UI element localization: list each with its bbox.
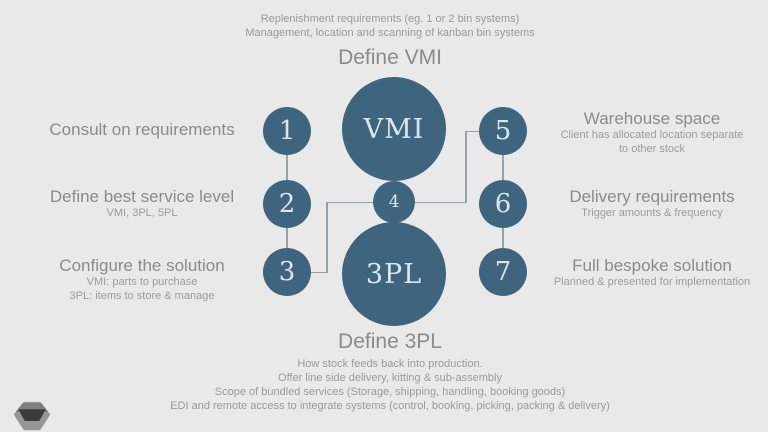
- step-7-subtitle: Planned & presented for implementation: [553, 276, 751, 288]
- step-5-text: Warehouse space Client has allocated loc…: [512, 108, 768, 156]
- define-vmi-title: Define VMI: [338, 46, 442, 69]
- step-circle-4-label: 4: [388, 192, 400, 212]
- step-circle-5-label: 5: [494, 116, 512, 146]
- connector-3-4-vertical: [326, 202, 328, 273]
- step-1-title: Consult on requirements: [49, 120, 235, 139]
- step-3-subtitle-1: VMI: parts to purchase: [86, 276, 198, 288]
- step-5-subtitle-1: Client has allocated location separate: [560, 129, 744, 141]
- step-3-text: Configure the solution VMI: parts to pur…: [2, 255, 282, 303]
- step-circle-1: 1: [263, 107, 311, 155]
- step-2-text: Define best service level VMI, 3PL, 5PL: [2, 186, 282, 221]
- step-circle-7: 7: [479, 248, 527, 296]
- step-1-text: Consult on requirements: [2, 119, 282, 140]
- tpl-description-line-4: EDI and remote access to integrate syste…: [170, 400, 610, 412]
- define-3pl-title: Define 3PL: [338, 330, 442, 353]
- step-5-subtitle-2: to other stock: [618, 142, 686, 155]
- connector-3-4-horizontal-high: [326, 201, 376, 203]
- step-6-title: Delivery requirements: [569, 187, 735, 206]
- connector-1-2: [286, 155, 288, 181]
- connector-4-5-horizontal-high: [465, 130, 481, 132]
- step-circle-1-label: 1: [278, 116, 296, 146]
- step-6-subtitle: Trigger amounts & frequency: [581, 207, 723, 219]
- step-6-text: Delivery requirements Trigger amounts & …: [512, 186, 768, 221]
- vmi-description-line-2: Management, location and scanning of kan…: [245, 27, 535, 39]
- step-7-title: Full bespoke solution: [572, 256, 732, 275]
- tpl-circle: 3PL: [342, 222, 446, 326]
- vmi-description-line-1: Replenishment requirements (eg. 1 or 2 b…: [260, 13, 520, 25]
- connector-4-5-vertical: [465, 131, 467, 203]
- step-2-subtitle: VMI, 3PL, 5PL: [106, 207, 178, 219]
- tpl-circle-label: 3PL: [365, 258, 423, 290]
- step-circle-2-label: 2: [278, 189, 296, 219]
- vmi-description-block: Replenishment requirements (eg. 1 or 2 b…: [134, 12, 646, 70]
- tpl-description-line-3: Scope of bundled services (Storage, ship…: [214, 386, 566, 398]
- connector-2-3: [286, 228, 288, 249]
- vmi-circle: VMI: [342, 77, 446, 181]
- step-circle-6-label: 6: [494, 189, 512, 219]
- step-circle-5: 5: [479, 107, 527, 155]
- step-5-title: Warehouse space: [583, 109, 721, 128]
- step-circle-2: 2: [263, 180, 311, 228]
- step-circle-3: 3: [263, 248, 311, 296]
- step-circle-4: 4: [373, 181, 415, 223]
- connector-4-5-horizontal-low: [413, 201, 466, 203]
- step-7-text: Full bespoke solution Planned & presente…: [512, 255, 768, 290]
- hexagon-logo: [13, 401, 51, 431]
- step-circle-3-label: 3: [278, 257, 296, 287]
- tpl-description-block: Define 3PL How stock feeds back into pro…: [140, 329, 640, 413]
- step-circle-6: 6: [479, 180, 527, 228]
- tpl-description-line-1: How stock feeds back into production.: [297, 358, 483, 370]
- connector-5-6: [502, 155, 504, 181]
- tpl-description-line-2: Offer line side delivery, kitting & sub-…: [278, 372, 502, 384]
- step-circle-7-label: 7: [494, 257, 512, 287]
- connector-3-4-horizontal-low: [310, 271, 327, 273]
- step-2-title: Define best service level: [49, 187, 235, 206]
- step-3-title: Configure the solution: [59, 256, 225, 275]
- step-3-subtitle-2: 3PL: items to store & manage: [69, 289, 215, 302]
- connector-6-7: [502, 228, 504, 249]
- vmi-circle-label: VMI: [363, 113, 425, 145]
